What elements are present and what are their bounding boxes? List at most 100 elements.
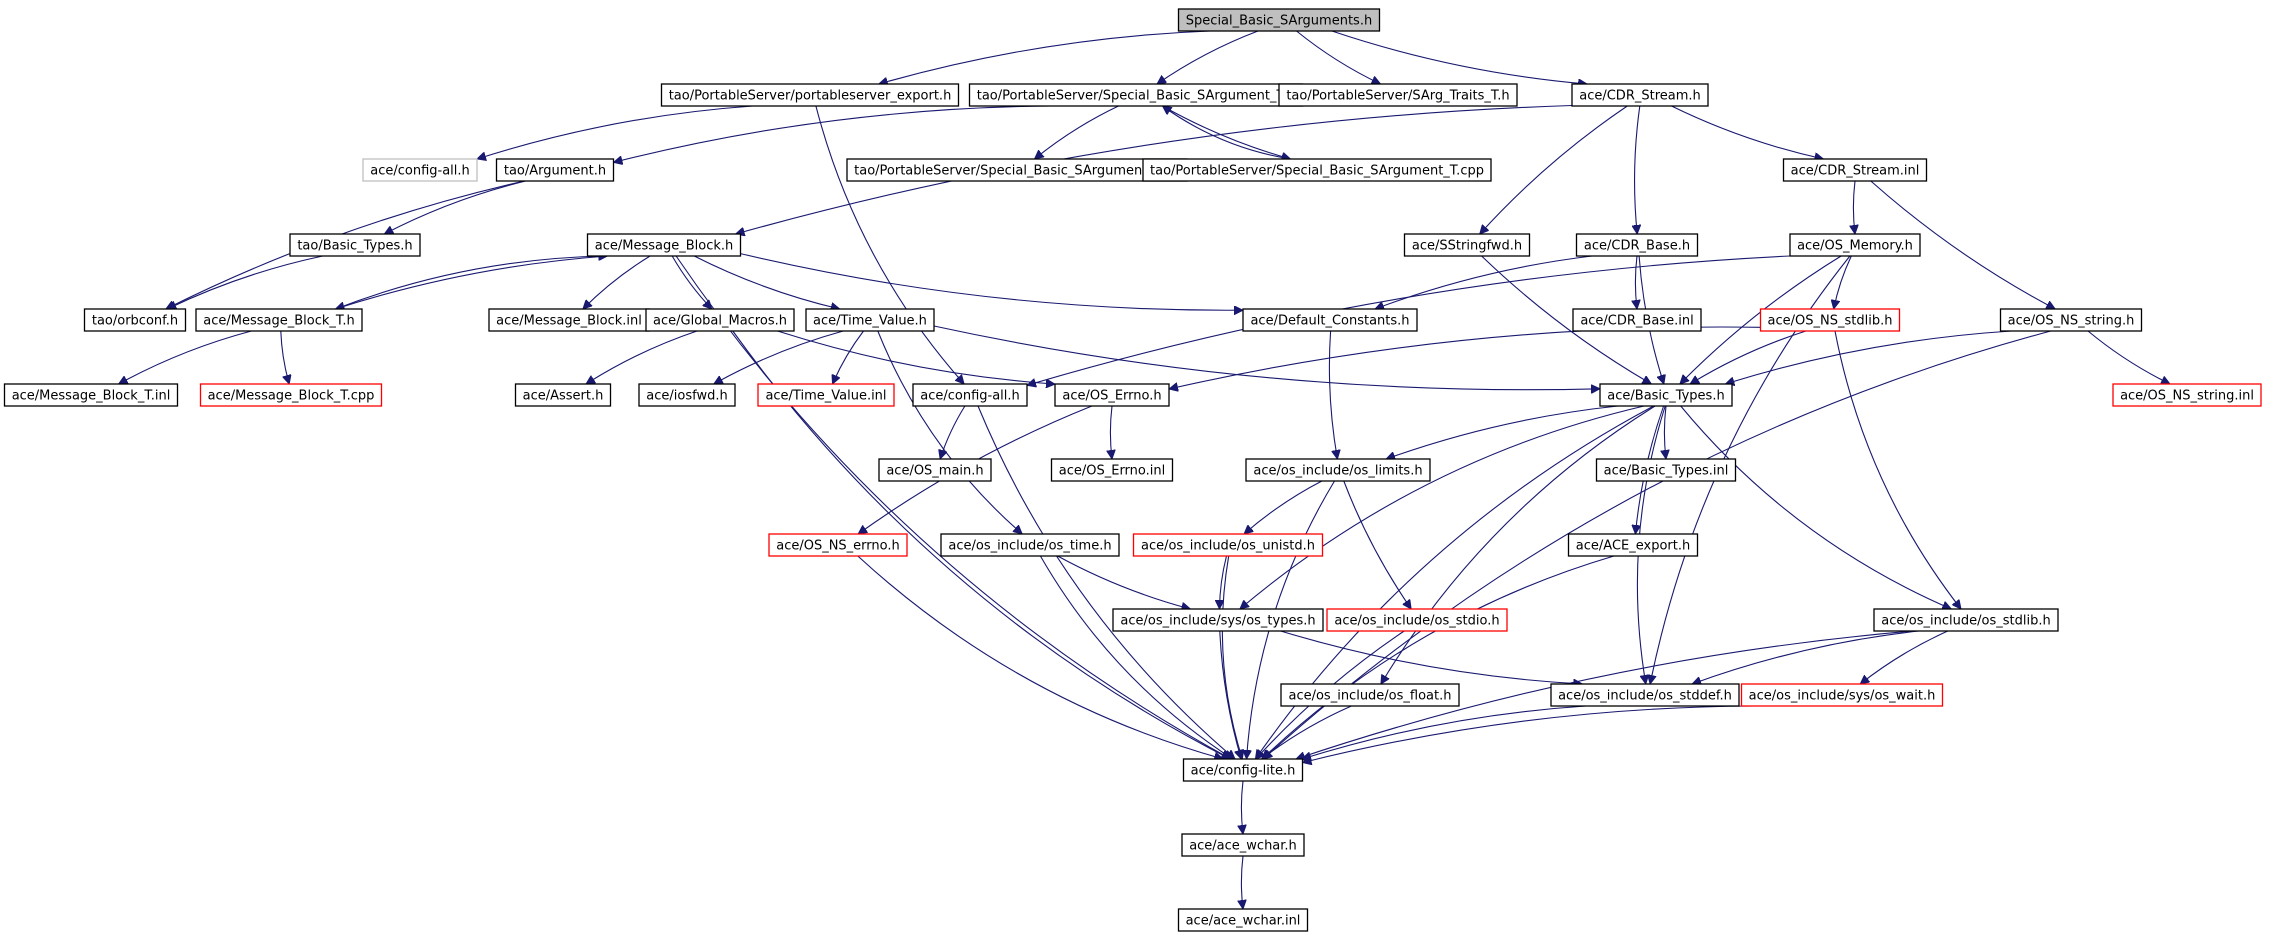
node-label: tao/PortableServer/portableserver_export… (669, 89, 952, 104)
edge-gm-to-oserrno (777, 330, 1056, 384)
graph-node-osnserrno[interactable]: ace/OS_NS_errno.h (768, 533, 908, 557)
edge-mb-to-mbinl (583, 255, 651, 309)
node-box (195, 308, 363, 332)
graph-node-tv[interactable]: ace/Time_Value.h (805, 308, 935, 332)
graph-node-oserrno[interactable]: ace/OS_Errno.h (1054, 383, 1170, 407)
graph-node-stddef[interactable]: ace/os_include/os_stddef.h (1550, 683, 1740, 707)
graph-node-sbstinl[interactable]: tao/PortableServer/Special_Basic_SArgume… (846, 158, 1188, 182)
graph-node-ssfwd[interactable]: ace/SStringfwd.h (1403, 233, 1531, 257)
graph-node-sbst[interactable]: tao/PortableServer/Special_Basic_SArgume… (968, 83, 1304, 107)
graph-node-wchar[interactable]: ace/ace_wchar.h (1181, 833, 1305, 857)
edge-cdrs-to-mb (736, 104, 1573, 235)
node-box (805, 308, 935, 332)
edge-osmem-to-osnsstdlib (1834, 255, 1852, 309)
node-box (1873, 608, 2059, 632)
graph-node-mbtinl[interactable]: ace/Message_Block_T.inl (3, 383, 179, 407)
node-box (3, 383, 179, 407)
graph-node-oserrnoinl[interactable]: ace/OS_Errno.inl (1050, 458, 1174, 482)
node-box (1740, 683, 1944, 707)
node-box (645, 308, 795, 332)
edge-osstdlib-to-stddef (1692, 630, 1919, 684)
node-label: tao/Basic_Types.h (297, 239, 412, 254)
graph-node-cfglite[interactable]: ace/config-lite.h (1182, 758, 1304, 782)
node-label: ace/CDR_Base.h (1584, 239, 1690, 254)
graph-node-unistd[interactable]: ace/os_include/os_unistd.h (1132, 533, 1324, 557)
graph-node-mb[interactable]: ace/Message_Block.h (586, 233, 742, 257)
graph-node-limits[interactable]: ace/os_include/os_limits.h (1245, 458, 1431, 482)
graph-node-gm[interactable]: ace/Global_Macros.h (645, 308, 795, 332)
graph-node-mbt[interactable]: ace/Message_Block_T.h (195, 308, 363, 332)
edge-osnsstdlib-to-abt (1690, 330, 1807, 384)
node-label: ace/Message_Block_T.inl (12, 389, 171, 404)
edge-dc-to-limits (1328, 330, 1337, 459)
graph-node-cdrbinl[interactable]: ace/CDR_Base.inl (1572, 308, 1702, 332)
graph-node-cdrs[interactable]: ace/CDR_Stream.h (1571, 83, 1709, 107)
graph-node-aceexp[interactable]: ace/ACE_export.h (1567, 533, 1699, 557)
node-label: ace/OS_NS_stdlib.h (1768, 314, 1893, 329)
graph-node-ostime[interactable]: ace/os_include/os_time.h (940, 533, 1120, 557)
node-label: ace/os_include/sys/os_wait.h (1749, 689, 1936, 704)
graph-node-osnsstdlib[interactable]: ace/OS_NS_stdlib.h (1759, 308, 1901, 332)
node-box (1182, 758, 1304, 782)
graph-node-osmain[interactable]: ace/OS_main.h (878, 458, 992, 482)
graph-node-tvinl[interactable]: ace/Time_Value.inl (757, 383, 895, 407)
graph-node-float[interactable]: ace/os_include/os_float.h (1280, 683, 1460, 707)
graph-node-mbinl[interactable]: ace/Message_Block.inl (488, 308, 650, 332)
graph-node-assert[interactable]: ace/Assert.h (514, 383, 612, 407)
graph-node-osnsstring[interactable]: ace/OS_NS_string.h (1999, 308, 2143, 332)
edge-sbst-to-sbstinl (1035, 105, 1119, 159)
node-box (1132, 533, 1324, 557)
node-box (1789, 233, 1921, 257)
node-box (768, 533, 908, 557)
edge-mb-to-gm (671, 255, 712, 309)
graph-node-targ[interactable]: tao/Argument.h (495, 158, 615, 182)
node-label: ace/Message_Block_T.cpp (208, 389, 375, 404)
edge-mbt-to-mbtinl (119, 330, 252, 385)
node-label: tao/orbconf.h (92, 314, 178, 329)
edge-float-to-cfglite (1262, 705, 1352, 759)
node-label: tao/PortableServer/Special_Basic_SArgume… (1150, 164, 1484, 179)
edge-unistd-to-systypes (1220, 555, 1228, 609)
edge-oserrno-to-oserrnoinl (1110, 405, 1112, 459)
node-box (1572, 308, 1702, 332)
node-box (1403, 233, 1531, 257)
graph-node-cdrb[interactable]: ace/CDR_Base.h (1575, 233, 1699, 257)
graph-node-systypes[interactable]: ace/os_include/sys/os_types.h (1112, 608, 1324, 632)
graph-node-sbstcpp[interactable]: tao/PortableServer/Special_Basic_SArgume… (1142, 158, 1492, 182)
graph-node-iosfwd[interactable]: ace/iosfwd.h (638, 383, 736, 407)
node-label: ace/os_include/os_stdlib.h (1881, 614, 2050, 629)
edge-cdrs-to-cdrb (1635, 105, 1640, 234)
graph-node-abt[interactable]: ace/Basic_Types.h (1599, 383, 1733, 407)
edge-pse-to-cfgall (815, 105, 964, 384)
edge-tv-to-ostime (877, 330, 1022, 534)
graph-node-sargt[interactable]: tao/PortableServer/SArg_Traits_T.h (1278, 83, 1518, 107)
graph-node-abtinl[interactable]: ace/Basic_Types.inl (1595, 458, 1737, 482)
node-label: ace/OS_NS_string.h (2008, 314, 2135, 329)
graph-node-cdrsinl[interactable]: ace/CDR_Stream.inl (1782, 158, 1928, 182)
graph-node-osnsstringinl[interactable]: ace/OS_NS_string.inl (2112, 383, 2262, 407)
edge-mb-to-tv (693, 255, 840, 309)
node-box (1112, 608, 1324, 632)
graph-node-osmem[interactable]: ace/OS_Memory.h (1789, 233, 1921, 257)
graph-node-cfgall[interactable]: ace/config-all.h (912, 383, 1028, 407)
graph-node-tbt[interactable]: tao/Basic_Types.h (289, 233, 421, 257)
node-box (362, 158, 478, 182)
graph-node-root[interactable]: Special_Basic_SArguments.h (1177, 8, 1381, 32)
graph-node-oswait[interactable]: ace/os_include/sys/os_wait.h (1740, 683, 1944, 707)
graph-node-mbtcpp[interactable]: ace/Message_Block_T.cpp (199, 383, 383, 407)
edge-osnsstdlib-to-osstdlib (1834, 330, 1961, 609)
edge-ostime-to-cfglite (1039, 555, 1232, 759)
node-box (1245, 458, 1431, 482)
node-box (199, 383, 383, 407)
graph-node-osstdlib[interactable]: ace/os_include/os_stdlib.h (1873, 608, 2059, 632)
node-box (757, 383, 895, 407)
node-box (289, 233, 421, 257)
graph-node-wcharinl[interactable]: ace/ace_wchar.inl (1177, 908, 1309, 932)
graph-node-dc[interactable]: ace/Default_Constants.h (1242, 308, 1418, 332)
graph-node-stdio[interactable]: ace/os_include/os_stdio.h (1326, 608, 1508, 632)
node-label: ace/CDR_Stream.inl (1791, 164, 1920, 179)
node-label: ace/os_include/sys/os_types.h (1120, 614, 1315, 629)
graph-node-orbconf[interactable]: tao/orbconf.h (83, 308, 187, 332)
graph-node-pse[interactable]: tao/PortableServer/portableserver_export… (660, 83, 960, 107)
node-box (1567, 533, 1699, 557)
